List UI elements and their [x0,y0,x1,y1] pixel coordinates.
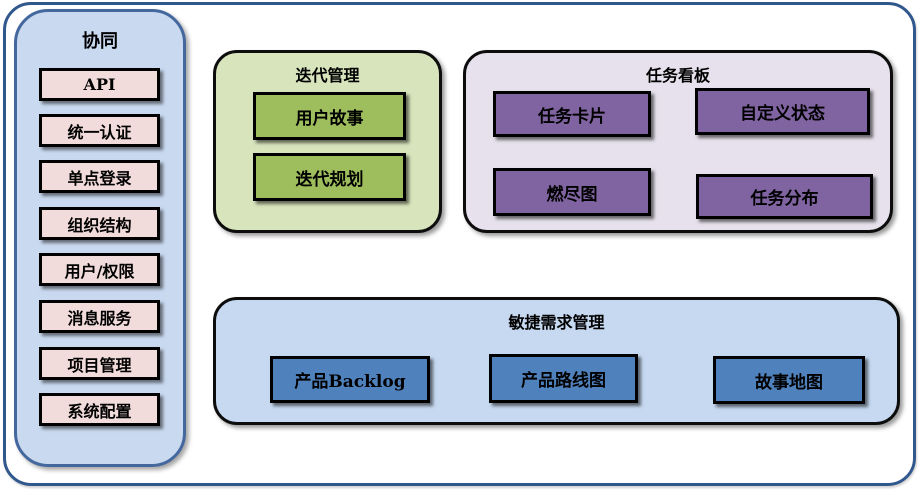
sidebar-item-unified-auth: 统一认证 [39,114,160,147]
sidebar-item-single-sign-on: 单点登录 [39,160,160,193]
feature-iteration-planning: 迭代规划 [253,153,406,201]
sidebar-item-message-service: 消息服务 [39,300,160,333]
sidebar-title: 协同 [82,31,118,51]
feature-product-backlog: 产品Backlog [270,356,430,403]
group-iteration-management: 迭代管理 用户故事 迭代规划 [213,50,442,233]
group-task-kanban: 任务看板 任务卡片 自定义状态 燃尽图 任务分布 [463,50,893,233]
sidebar-item-project-management: 项目管理 [39,347,160,380]
feature-burndown-chart: 燃尽图 [493,168,651,216]
feature-story-map: 故事地图 [713,356,865,404]
sidebar-item-org-structure: 组织结构 [39,207,160,240]
group-title-kanban: 任务看板 [645,68,710,85]
sidebar-item-user-permissions: 用户/权限 [39,253,160,286]
diagram-outer-frame [3,2,916,486]
sidebar-item-system-config: 系统配置 [39,393,160,426]
feature-custom-status: 自定义状态 [695,88,870,135]
group-title-agile-requirements: 敏捷需求管理 [508,315,605,332]
feature-task-distribution: 任务分布 [696,174,873,219]
group-title-iteration: 迭代管理 [295,68,360,85]
feature-user-story: 用户故事 [253,92,406,140]
feature-product-roadmap: 产品路线图 [489,354,638,403]
sidebar-item-api: API [39,68,160,101]
feature-task-card: 任务卡片 [493,91,651,137]
sidebar-panel-collaboration: 协同 API 统一认证 单点登录 组织结构 用户/权限 消息服务 项目管理 系统… [14,9,186,467]
group-agile-requirements: 敏捷需求管理 产品Backlog 产品路线图 故事地图 [213,297,900,425]
